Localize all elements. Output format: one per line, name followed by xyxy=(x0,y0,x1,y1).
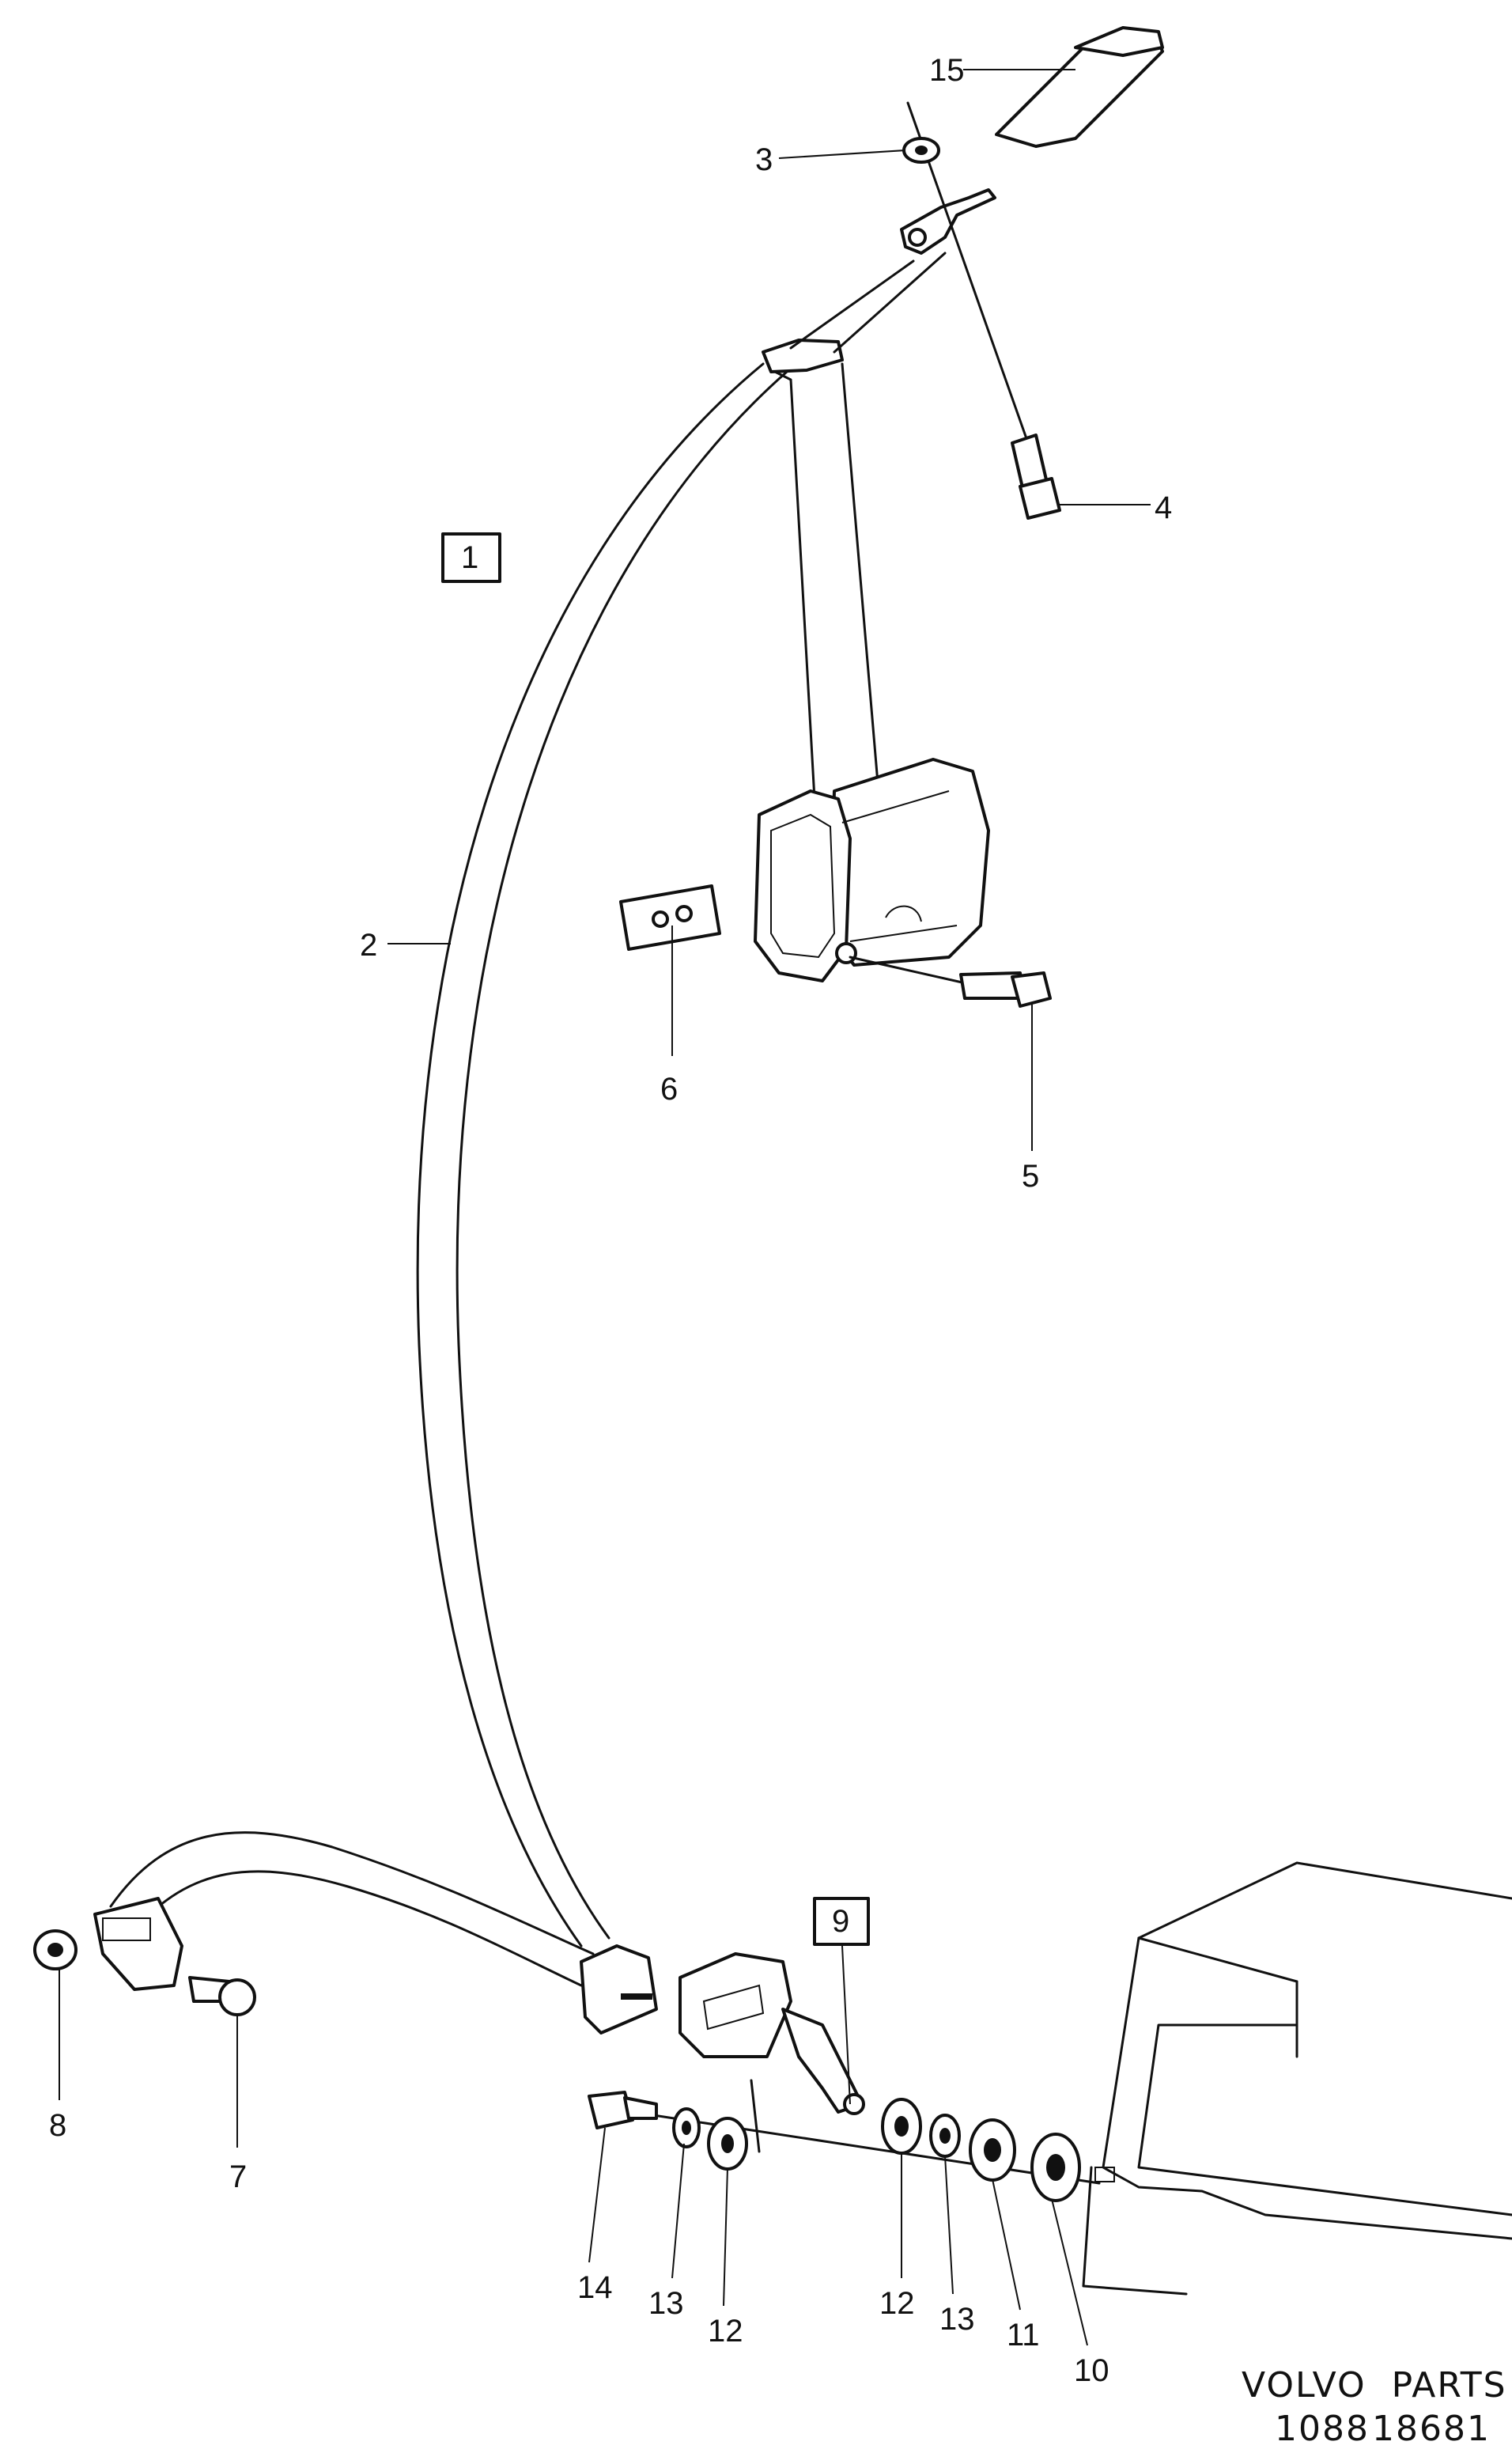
leader-lines xyxy=(59,69,1151,2346)
footer-code-right: 18681 xyxy=(1372,2409,1491,2449)
callout-13b: 13 xyxy=(939,2302,975,2337)
callout-9: 9 xyxy=(832,1904,849,1939)
washer-12a xyxy=(707,2117,748,2171)
bolt-14 xyxy=(588,2091,658,2129)
group-box-1 xyxy=(441,532,501,583)
callout-12a: 12 xyxy=(708,2314,743,2349)
washer-11 xyxy=(969,2118,1016,2182)
callout-6: 6 xyxy=(660,1072,678,1107)
anchor-cover xyxy=(995,26,1164,148)
callout-1: 1 xyxy=(461,540,478,575)
callout-5: 5 xyxy=(1022,1159,1039,1194)
callout-labels: 1 2 3 4 5 6 7 8 9 10 11 12 13 12 13 14 1… xyxy=(49,53,1172,2388)
callout-10: 10 xyxy=(1074,2353,1109,2388)
callout-15: 15 xyxy=(929,53,965,88)
callout-7: 7 xyxy=(229,2159,247,2194)
buckle-assembly xyxy=(679,1952,865,2115)
callout-4: 4 xyxy=(1155,490,1172,525)
callout-11: 11 xyxy=(1007,2318,1040,2352)
washer-13a xyxy=(672,2107,701,2148)
group-box-9 xyxy=(813,1897,870,1946)
belt-tongue xyxy=(580,1944,658,2035)
callout-14: 14 xyxy=(577,2270,613,2305)
seat-frame-outline xyxy=(1082,1861,1512,2296)
callout-13a: 13 xyxy=(648,2286,684,2321)
washer-10 xyxy=(1030,2133,1081,2202)
retractor-bolt xyxy=(849,956,1052,1008)
callout-8: 8 xyxy=(49,2108,66,2143)
callout-2: 2 xyxy=(360,928,377,963)
washer-3 xyxy=(902,137,940,164)
spacer-plate xyxy=(619,884,721,951)
lap-anchor-assembly xyxy=(33,1897,256,2016)
footer-code-left: 1088 xyxy=(1275,2409,1370,2449)
washer-13b xyxy=(929,2114,961,2158)
retractor-unit xyxy=(754,758,990,982)
upper-anchor-assembly xyxy=(762,188,996,373)
anchor-bolt xyxy=(906,101,1061,520)
washer-12b xyxy=(881,2098,922,2155)
callout-12b: 12 xyxy=(879,2286,915,2321)
footer-brand: VOLVO PARTS xyxy=(1242,2365,1507,2405)
footer-block: VOLVO PARTS 1088 18681 xyxy=(1242,2365,1507,2449)
belt-webbing xyxy=(109,252,947,1987)
mounting-hardware xyxy=(588,2079,1101,2202)
callout-3: 3 xyxy=(755,142,773,177)
